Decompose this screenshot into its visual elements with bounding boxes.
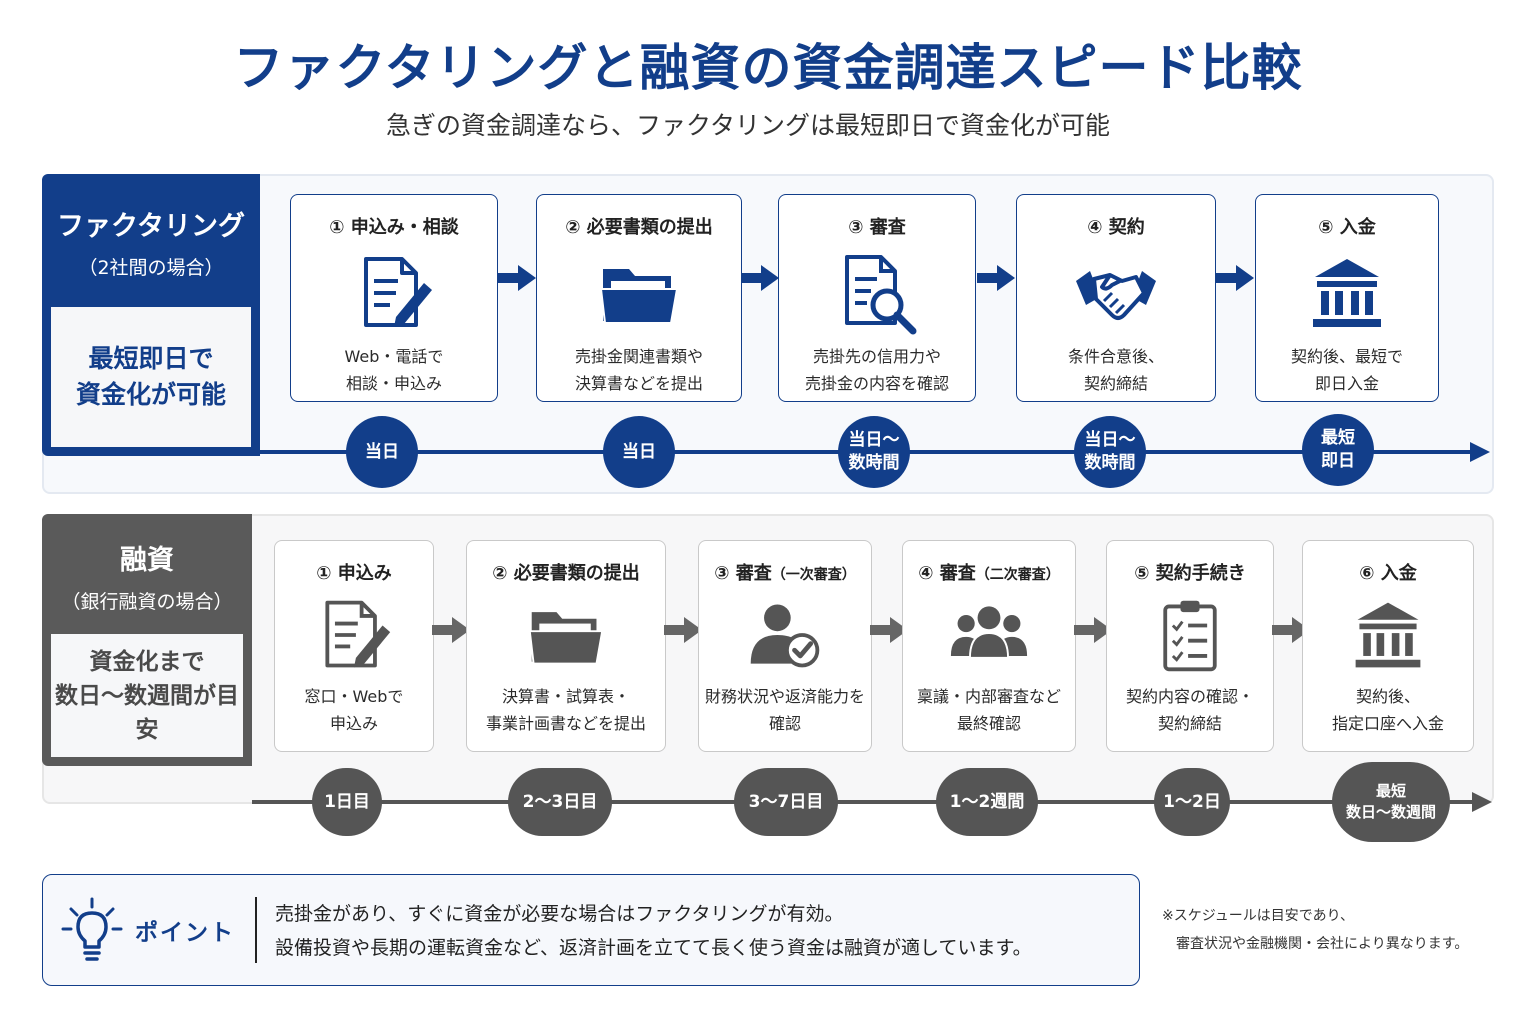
factoring-step-1: ① 申込み・相談 Web・電話で相談・申込み <box>290 194 498 402</box>
lightbulb-icon <box>61 897 123 961</box>
loan-summary: 資金化まで数日〜数週間が目安 <box>51 634 243 757</box>
factoring-subtitle: （2社間の場合） <box>78 257 224 279</box>
loan-step-1: ① 申込み 窓口・Webで申込み <box>274 540 434 752</box>
document-search-icon <box>845 255 917 335</box>
bank-icon <box>1355 602 1421 668</box>
step-arrow-icon <box>1216 265 1254 291</box>
loan-timeline <box>252 800 1474 804</box>
clipboard-checklist-icon <box>1163 600 1217 672</box>
loan-time-badge-2: 2〜3日目 <box>508 768 612 836</box>
folder-icon <box>528 612 604 665</box>
factoring-name: ファクタリング <box>57 211 245 242</box>
factoring-step-2: ② 必要書類の提出 売掛金関連書類や決算書などを提出 <box>536 194 742 402</box>
step-arrow-icon <box>1272 617 1310 643</box>
loan-time-badge-4: 1〜2週間 <box>936 768 1038 836</box>
loan-step-3: ③ 審査（一次審査） 財務状況や返済能力を確認 <box>698 540 872 752</box>
factoring-time-badge-4: 当日〜数時間 <box>1074 416 1146 488</box>
factoring-time-badge-1: 当日 <box>346 416 418 488</box>
point-box: ポイント 売掛金があり、すぐに資金が必要な場合はファクタリングが有効。 設備投資… <box>42 874 1140 986</box>
page-subtitle: 急ぎの資金調達なら、ファクタリングは最短即日で資金化が可能 <box>385 111 1110 140</box>
bank-icon <box>1313 259 1381 327</box>
loan-time-badge-1: 1日目 <box>312 768 382 836</box>
loan-time-badge-5: 1〜2日 <box>1154 768 1230 836</box>
factoring-time-badge-3: 当日〜数時間 <box>838 416 910 488</box>
factoring-summary: 最短即日で資金化が可能 <box>51 307 251 447</box>
point-divider <box>255 897 257 963</box>
step-arrow-icon <box>870 617 908 643</box>
loan-name: 融資 <box>120 545 174 576</box>
step-arrow-icon <box>741 265 779 291</box>
handshake-icon <box>1076 271 1156 320</box>
loan-timeline-arrowhead <box>1472 792 1492 812</box>
step-arrow-icon <box>432 617 470 643</box>
loan-section: 融資 （銀行融資の場合） 資金化まで数日〜数週間が目安 ① 申込み 窓口・Web… <box>42 514 1494 842</box>
loan-side-panel: 融資 （銀行融資の場合） 資金化まで数日〜数週間が目安 <box>42 514 252 766</box>
factoring-step-3: ③ 審査 売掛先の信用力や売掛金の内容を確認 <box>778 194 976 402</box>
loan-step-6: ⑥ 入金 契約後、指定口座へ入金 <box>1302 540 1474 752</box>
group-icon <box>950 606 1028 659</box>
document-pen-icon <box>364 257 432 327</box>
step-arrow-icon <box>498 265 536 291</box>
loan-time-badge-6: 最短数日〜数週間 <box>1332 762 1450 842</box>
factoring-time-badge-2: 当日 <box>603 416 675 488</box>
loan-step-2: ② 必要書類の提出 決算書・試算表・事業計画書などを提出 <box>466 540 666 752</box>
page-title: ファクタリングと融資の資金調達スピード比較 <box>233 39 1303 97</box>
step-arrow-icon <box>977 265 1015 291</box>
step-arrow-icon <box>664 617 702 643</box>
factoring-step-4: ④ 契約 条件合意後、契約締結 <box>1016 194 1216 402</box>
loan-subtitle: （銀行融資の場合） <box>61 591 233 613</box>
loan-step-5: ⑤ 契約手続き 契約内容の確認・契約締結 <box>1106 540 1274 752</box>
point-label: ポイント <box>135 920 235 946</box>
factoring-section: ファクタリング （2社間の場合） 最短即日で資金化が可能 ① 申込み・相談 We… <box>42 174 1494 494</box>
loan-time-badge-3: 3〜7日目 <box>734 768 838 836</box>
factoring-timeline-arrowhead <box>1470 442 1490 462</box>
step-arrow-icon <box>1074 617 1112 643</box>
loan-step-4: ④ 審査（二次審査） 稟議・内部審査など最終確認 <box>902 540 1076 752</box>
schedule-note: ※スケジュールは目安であり、 審査状況や金融機関・会社により異なります。 <box>1162 908 1469 952</box>
factoring-side-panel: ファクタリング （2社間の場合） 最短即日で資金化が可能 <box>42 174 260 456</box>
point-text: 売掛金があり、すぐに資金が必要な場合はファクタリングが有効。 設備投資や長期の運… <box>275 903 1032 959</box>
document-pen-icon <box>325 600 391 668</box>
factoring-step-5: ⑤ 入金 契約後、最短で即日入金 <box>1255 194 1439 402</box>
user-check-icon <box>750 604 820 668</box>
factoring-time-badge-5: 最短即日 <box>1302 414 1374 486</box>
folder-icon <box>599 269 679 324</box>
